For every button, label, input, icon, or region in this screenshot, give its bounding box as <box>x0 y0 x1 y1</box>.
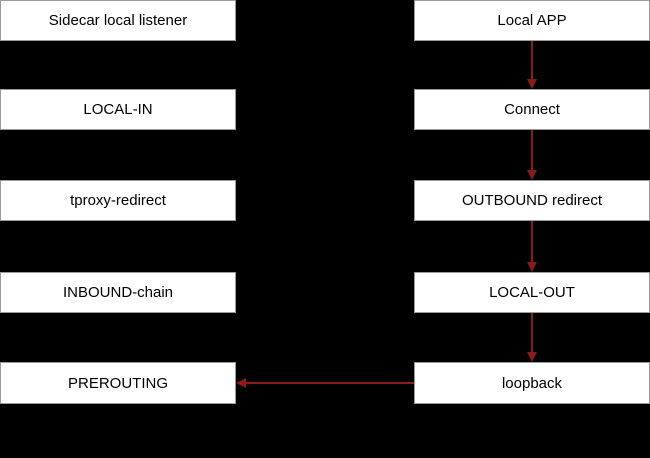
node-label: Sidecar local listener <box>48 12 188 29</box>
node-label: LOCAL-IN <box>83 101 153 118</box>
node-label: Connect <box>504 101 560 118</box>
node-label: PREROUTING <box>67 374 168 392</box>
node-connect: Connect <box>414 89 650 130</box>
node-prerouting: PREROUTING <box>0 362 236 404</box>
node-outbound-redirect: OUTBOUND redirect <box>414 180 650 221</box>
node-label: LOCAL-OUT <box>489 284 575 301</box>
node-tproxy-redirect: tproxy-redirect <box>0 180 236 221</box>
node-local-app: Local APP <box>414 0 650 41</box>
node-loopback: loopback <box>414 362 650 404</box>
node-local-in: LOCAL-IN <box>0 89 236 130</box>
node-inbound-chain: INBOUND-chain <box>0 272 236 313</box>
node-label: tproxy-redirect <box>70 192 166 209</box>
node-label: Local APP <box>497 12 567 29</box>
node-label: INBOUND-chain <box>62 284 174 301</box>
node-local-out: LOCAL-OUT <box>414 272 650 313</box>
node-sidecar-local-listener: Sidecar local listener <box>0 0 236 41</box>
node-label: OUTBOUND redirect <box>461 192 603 209</box>
node-label: loopback <box>501 374 563 392</box>
